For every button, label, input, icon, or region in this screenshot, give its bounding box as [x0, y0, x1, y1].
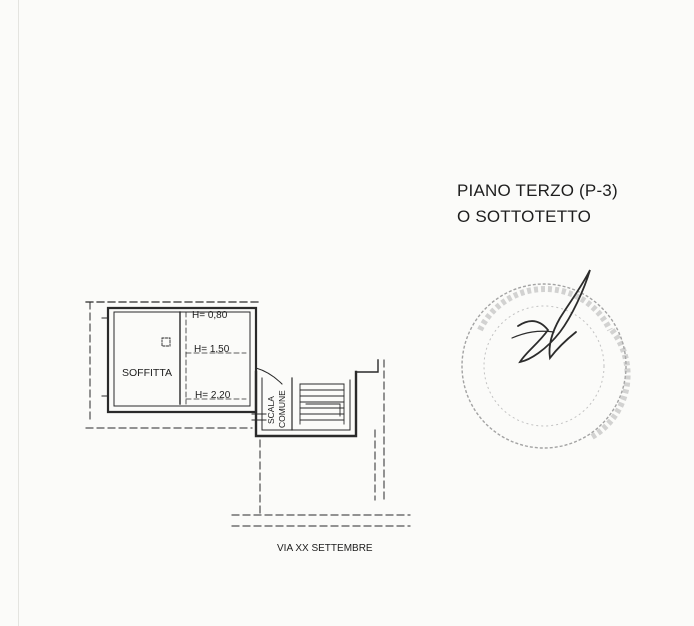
attic-wall-outer	[106, 306, 258, 414]
attic-wall-inner	[113, 311, 251, 407]
scan-fold-line	[18, 0, 19, 626]
chimney-marker	[161, 337, 171, 347]
stair-steps	[299, 383, 345, 425]
stamp-text-arc-right	[588, 328, 631, 441]
stair-right-wall	[355, 359, 379, 437]
door-swing	[255, 367, 283, 385]
official-stamp	[461, 269, 631, 449]
height-label-1: H= 0,80	[192, 310, 228, 321]
floor-title-line2: O SOTTOTETTO	[457, 207, 592, 226]
height-label-2: H= 1,50	[194, 344, 230, 355]
street-label: VIA XX SETTEMBRE	[277, 543, 373, 554]
stair-label-line2: COMUNE	[277, 390, 287, 428]
floor-title: PIANO TERZO (P-3) O SOTTOTETTO	[457, 178, 618, 230]
height-label-3: H= 2,20	[195, 390, 231, 401]
stamp-text-arc	[477, 286, 613, 332]
signature-underline	[511, 330, 555, 339]
stamp-outer-ring	[461, 283, 627, 449]
signature-mark	[517, 269, 591, 364]
stair-label-line1: SCALA	[266, 396, 276, 424]
stair-wall-inner	[261, 377, 351, 431]
floor-title-line1: PIANO TERZO (P-3)	[457, 181, 618, 200]
stamp-inner-ring	[483, 305, 605, 427]
room-label-soffitta: SOFFITTA	[122, 367, 172, 379]
